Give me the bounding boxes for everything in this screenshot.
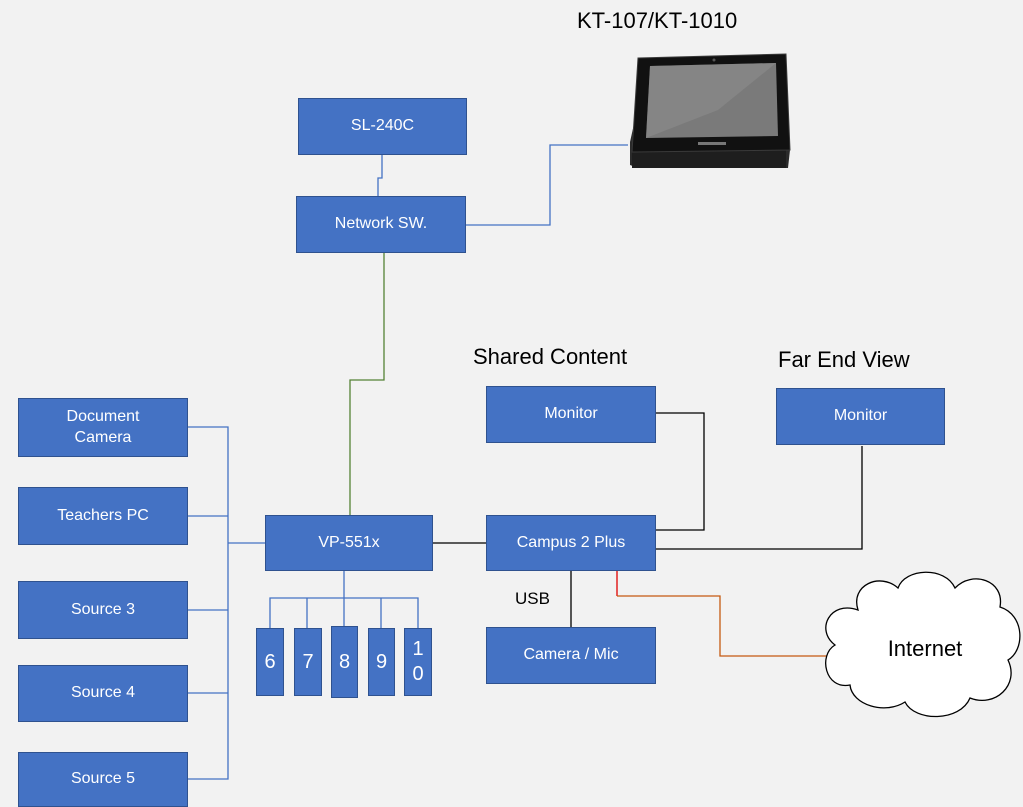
internet-label: Internet xyxy=(887,636,963,661)
source3-box: Source 3 xyxy=(18,581,188,639)
monitor-shared-box: Monitor xyxy=(486,386,656,443)
link-network-touchpanel xyxy=(466,144,628,226)
far-end-view-label: Far End View xyxy=(778,347,910,372)
sl240c-box: SL-240C xyxy=(298,98,467,155)
output-port-10: 1 0 xyxy=(404,628,432,696)
link-campus-internet xyxy=(617,595,836,657)
document-camera-box: Document Camera xyxy=(18,398,188,457)
touch-panel-image xyxy=(630,53,791,168)
output-port-7: 7 xyxy=(294,628,322,696)
source5-box: Source 5 xyxy=(18,752,188,807)
shared-content-label: Shared Content xyxy=(473,344,628,369)
source4-box: Source 4 xyxy=(18,665,188,722)
link-network-vp551x xyxy=(349,253,385,515)
link-output-bus xyxy=(269,597,419,628)
camera-mic-box: Camera / Mic xyxy=(486,627,656,684)
internet-cloud-shape xyxy=(825,571,1021,718)
link-campus-monitor-far xyxy=(656,446,863,550)
vp551x-box: VP-551x xyxy=(265,515,433,571)
link-document-camera xyxy=(188,426,229,780)
monitor-far-box: Monitor xyxy=(776,388,945,445)
network-switch-box: Network SW. xyxy=(296,196,466,253)
link-campus-monitor-shared xyxy=(656,412,705,531)
link-sl240c-network xyxy=(377,155,383,196)
output-port-6: 6 xyxy=(256,628,284,696)
usb-label: USB xyxy=(515,589,550,608)
campus2plus-box: Campus 2 Plus xyxy=(486,515,656,571)
output-port-9: 9 xyxy=(368,628,395,696)
touch-panel-model-label: KT-107/KT-1010 xyxy=(577,8,738,33)
output-port-8: 8 xyxy=(331,626,358,698)
teachers-pc-box: Teachers PC xyxy=(18,487,188,545)
